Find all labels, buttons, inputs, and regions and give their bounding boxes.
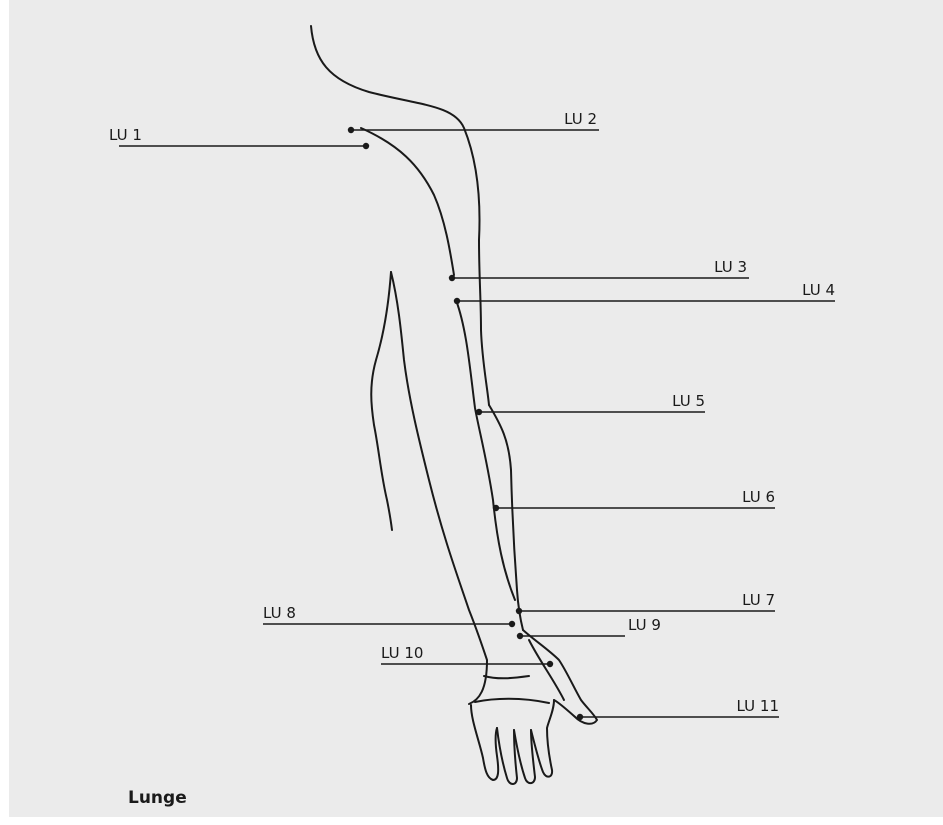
arm-meridian-diagram: LU 1 LU 2 LU 3 LU 4 LU 5 LU 6 LU 7 LU 8 LU 9 LU 1… (9, 0, 943, 817)
acupoint-dot-lu2 (348, 127, 354, 133)
acupoint-dot-lu3 (449, 275, 455, 281)
acupoint-dot-lu9 (517, 633, 523, 639)
figure-panel: LU 1 LU 2 LU 3 LU 4 LU 5 LU 6 LU 7 LU 8 LU 9 LU 1… (9, 0, 943, 817)
acupoint-dot-lu5 (476, 409, 482, 415)
wrist-crease (484, 676, 529, 678)
acupoint-label-lu9: LU 9 (628, 616, 661, 634)
acupoint-dot-lu1 (363, 143, 369, 149)
inner-arm-contour (361, 128, 454, 275)
acupoint-dot-lu6 (493, 505, 499, 511)
acupoint-label-lu8: LU 8 (263, 604, 296, 622)
hand-outline (523, 630, 597, 724)
acupoint-label-lu6: LU 6 (742, 488, 775, 506)
acupoint-dot-lu7 (516, 608, 522, 614)
arm-outline (311, 26, 597, 784)
acupoint-label-lu11: LU 11 (737, 697, 779, 715)
torso-flank-inner (391, 272, 487, 704)
acupoint-label-lu1: LU 1 (109, 126, 142, 144)
palm-outline (471, 705, 498, 780)
acupoint-dot-lu11 (577, 714, 583, 720)
acupoint-label-lu3: LU 3 (714, 258, 747, 276)
acupoint-label-lu7: LU 7 (742, 591, 775, 609)
palm-crease (475, 699, 549, 703)
acupoint-dot-lu10 (547, 661, 553, 667)
acupoint-label-lu5: LU 5 (672, 392, 705, 410)
finger-1 (497, 728, 517, 784)
acupoint-label-lu4: LU 4 (802, 281, 835, 299)
torso-flank-contour (371, 272, 392, 530)
inner-arm-dash (456, 300, 515, 600)
outer-arm-contour (311, 26, 489, 405)
acupoint-label-lu10: LU 10 (381, 644, 423, 662)
figure-caption: Lunge (128, 788, 187, 808)
acupoint-dot-lu4 (454, 298, 460, 304)
acupoint-dot-lu8 (509, 621, 515, 627)
acupoint-label-lu2: LU 2 (564, 110, 597, 128)
